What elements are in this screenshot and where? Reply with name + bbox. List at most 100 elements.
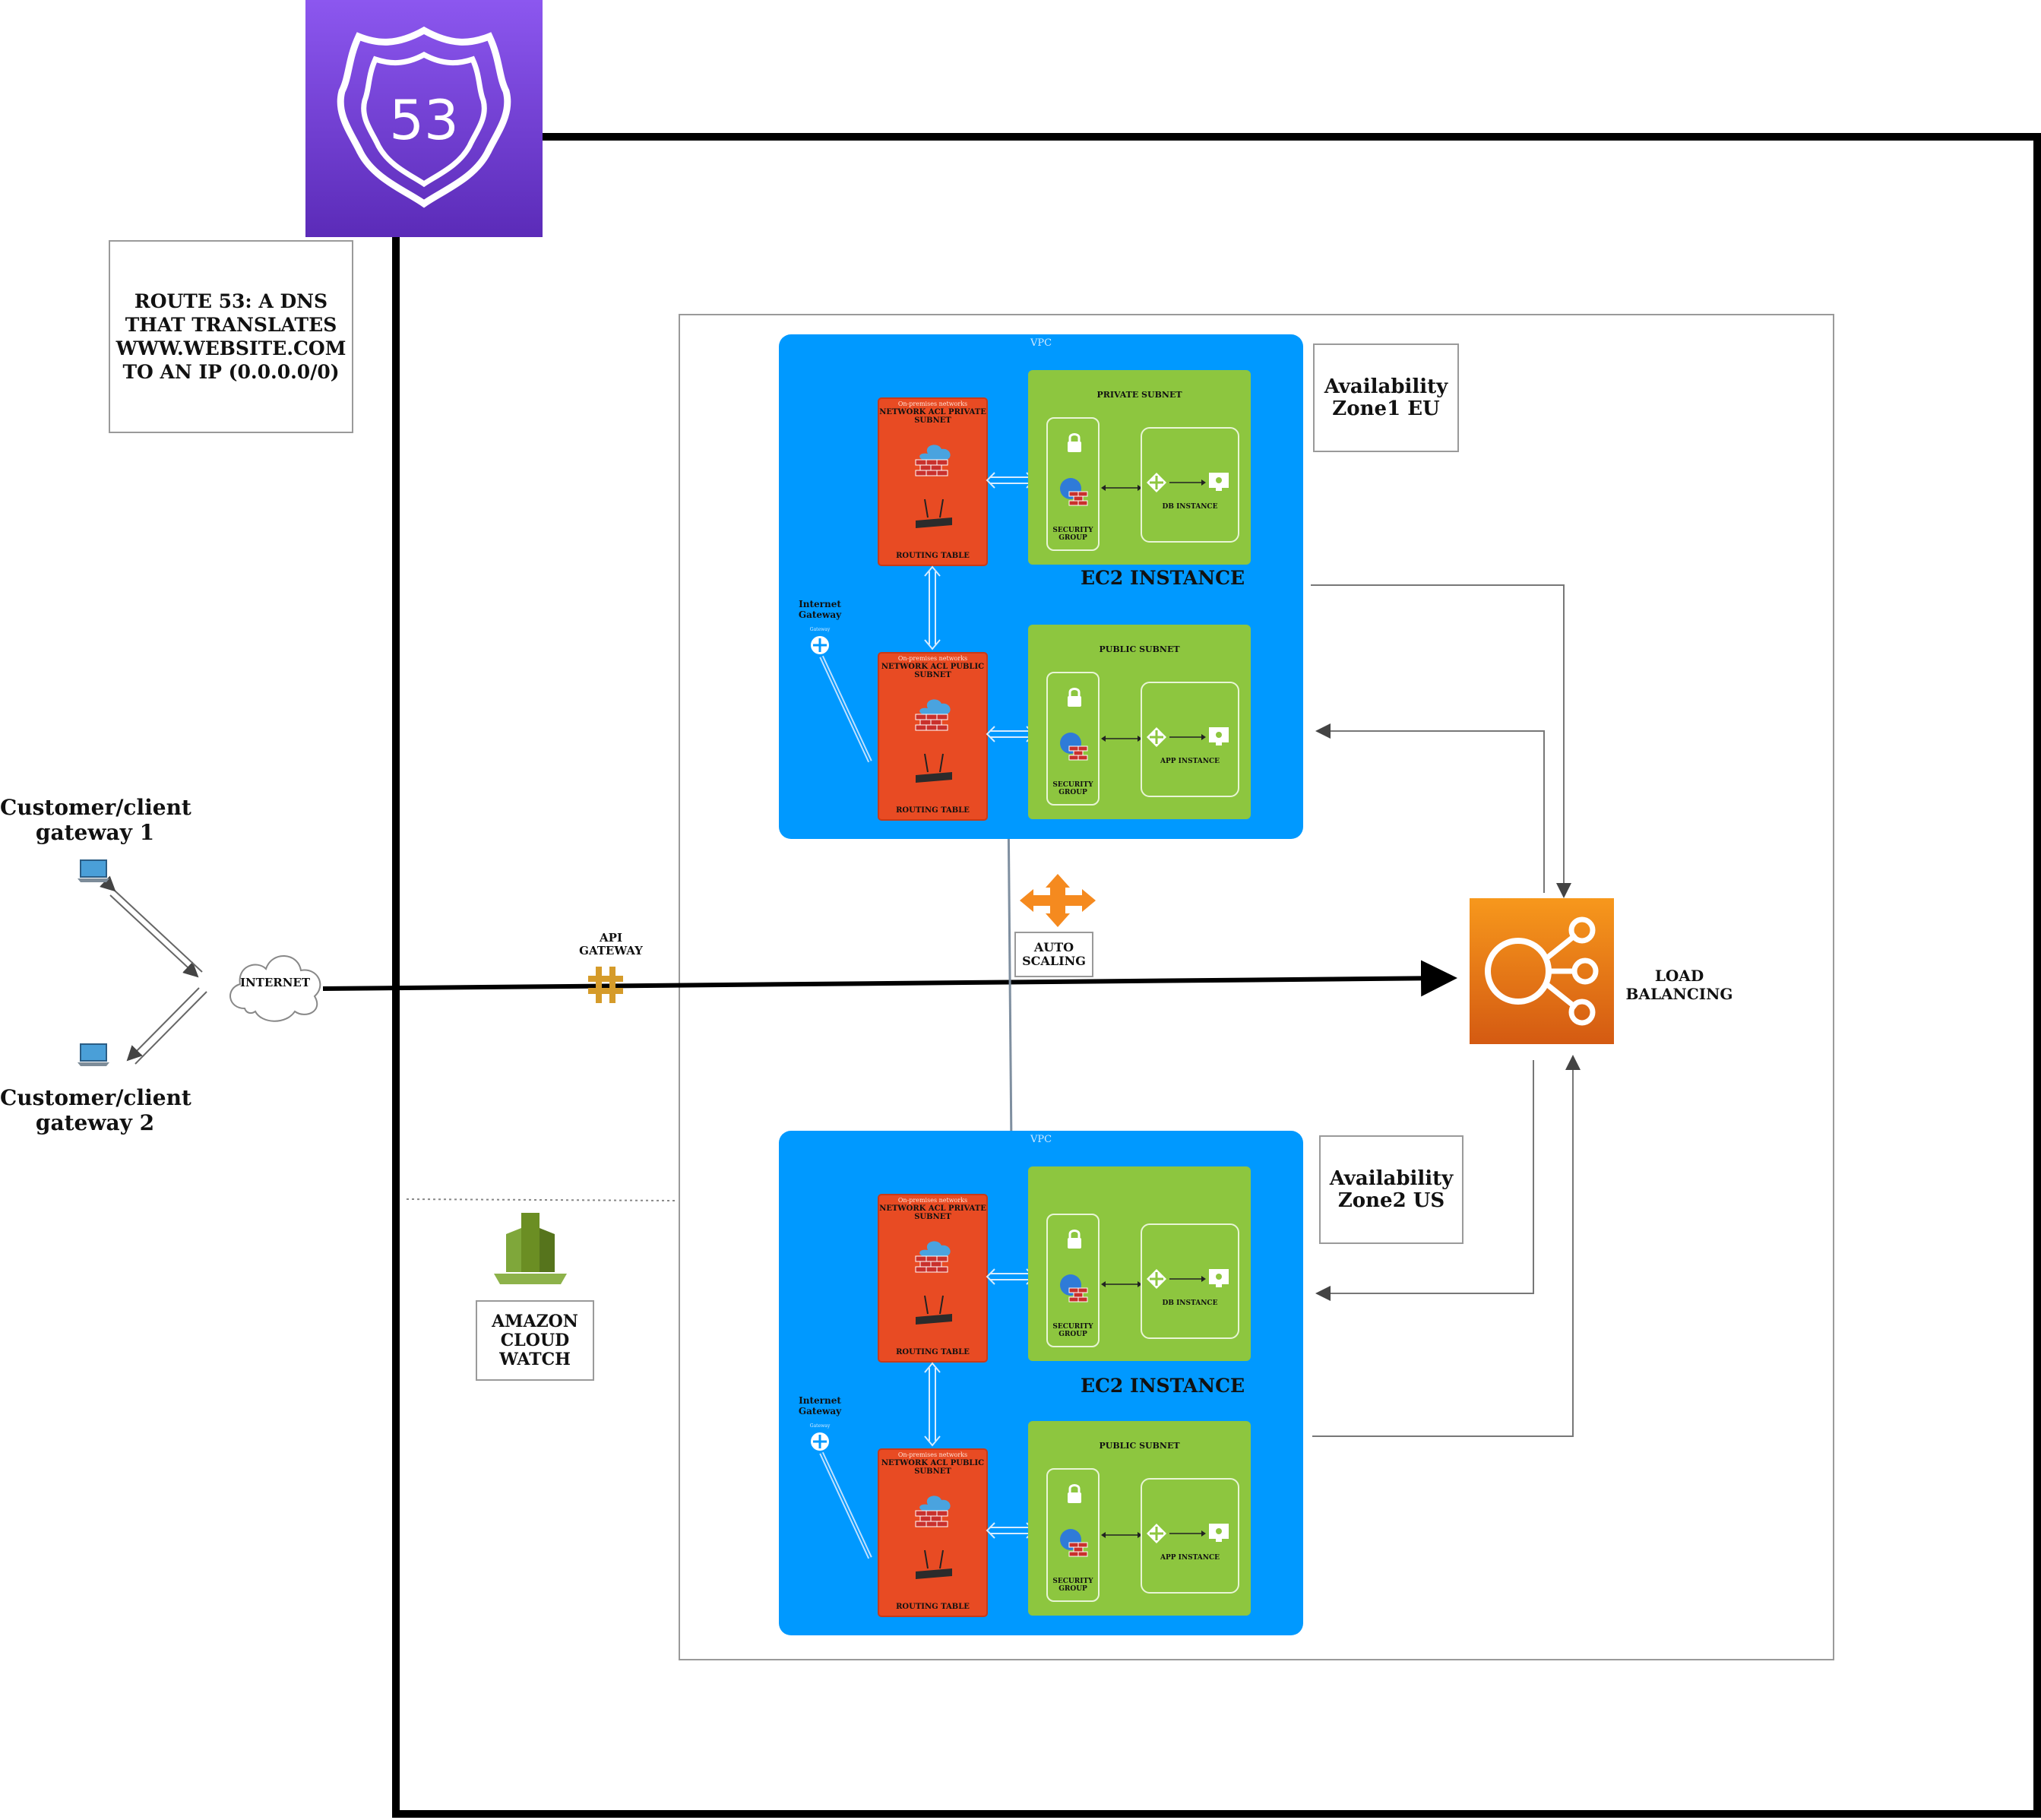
vpc-zone2: VPC Internet Gateway Gateway On-premises… <box>779 1131 1303 1635</box>
client-gateway-2-label: Customer/client gateway 2 <box>0 1085 191 1135</box>
firewall-icon <box>913 1492 955 1527</box>
app-instance: APP INSTANCE <box>1141 1478 1239 1594</box>
lock-icon <box>1066 432 1083 454</box>
security-group-label: SECURITY GROUP <box>1052 781 1093 796</box>
routing-table-label: ROUTING TABLE <box>896 552 970 560</box>
db-instance: DB INSTANCE <box>1141 1223 1239 1339</box>
subnet-title: PRIVATE SUBNET <box>1096 390 1182 400</box>
db-instance: DB INSTANCE <box>1141 427 1239 543</box>
double-arrows <box>924 1268 1036 1539</box>
public-subnet: PUBLIC SUBNET SECURITY GROUP APP INSTANC… <box>1028 1421 1251 1616</box>
ec2-instance-label: EC2 INSTANCE <box>1080 1375 1245 1397</box>
vpc-label: VPC <box>1030 337 1052 349</box>
instance-arrow <box>1169 1530 1206 1537</box>
auto-scaling-label: AUTO SCALING <box>1014 932 1093 977</box>
lock-icon <box>1066 687 1083 708</box>
app-instance: APP INSTANCE <box>1141 682 1239 797</box>
onprem-label: On-premises networks <box>897 655 968 662</box>
lb-link-2 <box>1315 723 1545 893</box>
routing-table-label: ROUTING TABLE <box>896 1348 970 1356</box>
ec2-instance-label: EC2 INSTANCE <box>1080 567 1245 589</box>
api-gateway-label: API GATEWAY <box>579 931 643 957</box>
igw-arrow <box>819 655 872 763</box>
auto-scaling-icon <box>1020 874 1096 927</box>
instance-node-icon <box>1145 726 1168 749</box>
firewall-icon <box>913 696 955 731</box>
router-icon <box>913 1549 955 1582</box>
sg-arrow <box>1101 1532 1142 1538</box>
instance-monitor-icon <box>1207 1522 1230 1543</box>
internet-gateway-caption: Gateway <box>809 627 831 632</box>
instance-arrow <box>1169 1276 1206 1282</box>
private-subnet: SECURITY GROUP DB INSTANCE <box>1028 1166 1251 1361</box>
aws-frame <box>392 133 2041 1818</box>
double-arrows <box>924 472 1036 742</box>
instance-label: APP INSTANCE <box>1160 1554 1220 1562</box>
instance-monitor-icon <box>1207 1268 1230 1289</box>
route53-description: ROUTE 53: A DNS THAT TRANSLATES WWW.WEBS… <box>109 240 353 433</box>
instance-label: DB INSTANCE <box>1162 1299 1218 1307</box>
acl-title: NETWORK ACL PUBLIC SUBNET <box>881 663 985 679</box>
lock-icon <box>1066 1483 1083 1505</box>
laptop-icon <box>76 859 111 883</box>
network-acl-private: On-premises networks NETWORK ACL PRIVATE… <box>878 397 988 566</box>
security-group: SECURITY GROUP <box>1046 672 1100 806</box>
security-firewall-icon <box>1058 731 1090 761</box>
sg-arrow <box>1101 485 1142 491</box>
router-icon <box>913 498 955 531</box>
api-gateway-icon <box>587 964 625 1006</box>
network-acl-public: On-premises networks NETWORK ACL PUBLIC … <box>878 1448 988 1617</box>
cloudwatch-icon <box>491 1211 570 1287</box>
internet-cloud-icon <box>222 938 328 1030</box>
lb-link-4 <box>1312 1055 1581 1437</box>
routing-table-label: ROUTING TABLE <box>896 1603 970 1611</box>
client-gateway-1-label: Customer/client gateway 1 <box>0 795 191 845</box>
zone2-label: Availability Zone2 US <box>1319 1135 1464 1244</box>
security-firewall-icon <box>1058 1273 1090 1303</box>
lb-link-3 <box>1315 1060 1534 1301</box>
instance-node-icon <box>1145 1522 1168 1545</box>
client2-arrow <box>126 987 200 1062</box>
instance-arrow <box>1169 734 1206 740</box>
cloudwatch-label: AMAZON CLOUD WATCH <box>476 1300 594 1381</box>
zone1-label: Availability Zone1 EU <box>1313 343 1459 452</box>
security-group-label: SECURITY GROUP <box>1052 527 1093 542</box>
vpc-link <box>1007 802 1013 1148</box>
internet-gateway-icon <box>809 635 831 656</box>
shield-icon <box>337 26 511 208</box>
instance-label: DB INSTANCE <box>1162 503 1218 511</box>
instance-label: APP INSTANCE <box>1160 758 1220 765</box>
load-balancer-icon <box>1470 898 1614 1044</box>
router-icon <box>913 1294 955 1328</box>
instance-monitor-icon <box>1207 471 1230 492</box>
acl-title: NETWORK ACL PRIVATE SUBNET <box>879 1204 986 1221</box>
network-acl-public: On-premises networks NETWORK ACL PUBLIC … <box>878 652 988 821</box>
onprem-label: On-premises networks <box>897 1451 968 1458</box>
private-subnet: PRIVATE SUBNET SECURITY GROUP DB INSTANC… <box>1028 370 1251 565</box>
internet-gateway-caption: Gateway <box>809 1423 831 1429</box>
security-group-label: SECURITY GROUP <box>1052 1323 1093 1338</box>
internet-gateway-label: Internet Gateway <box>798 599 842 620</box>
instance-arrow <box>1169 480 1206 486</box>
subnet-title: PUBLIC SUBNET <box>1099 1441 1180 1451</box>
internet-label: INTERNET <box>239 976 311 989</box>
sg-arrow <box>1101 1281 1142 1287</box>
instance-monitor-icon <box>1207 726 1230 747</box>
firewall-icon <box>913 442 955 476</box>
route53-number: 53 <box>389 88 459 152</box>
instance-node-icon <box>1145 471 1168 494</box>
routing-table-label: ROUTING TABLE <box>896 806 970 815</box>
security-firewall-icon <box>1058 476 1090 507</box>
main-traffic-arrow <box>322 960 1457 997</box>
security-firewall-icon <box>1058 1527 1090 1558</box>
security-group: SECURITY GROUP <box>1046 417 1100 551</box>
load-balancing-label: LOAD BALANCING <box>1625 967 1733 1003</box>
lock-icon <box>1066 1229 1083 1250</box>
internet-gateway-label: Internet Gateway <box>798 1395 842 1416</box>
internet-gateway-icon <box>809 1431 831 1452</box>
acl-title: NETWORK ACL PRIVATE SUBNET <box>879 408 986 425</box>
instance-node-icon <box>1145 1268 1168 1290</box>
subnet-title: PUBLIC SUBNET <box>1099 644 1180 654</box>
sg-arrow <box>1101 736 1142 742</box>
